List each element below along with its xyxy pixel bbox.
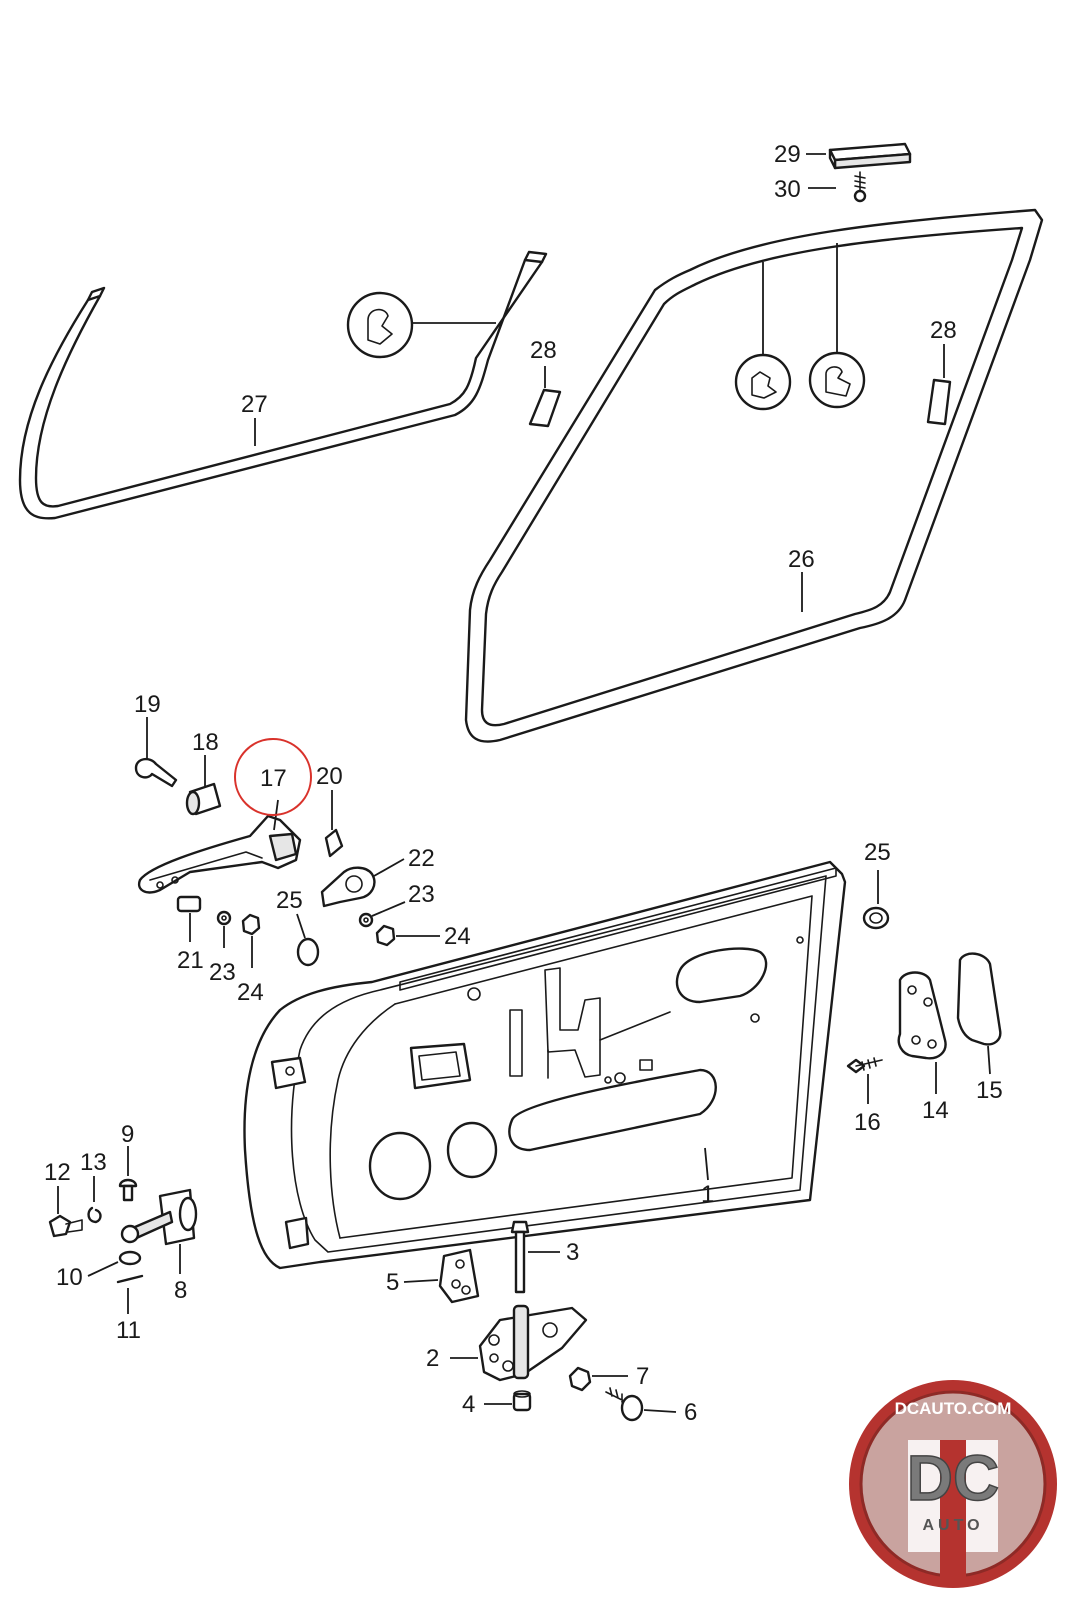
callout-7: 7	[636, 1363, 649, 1390]
callout-17: 17	[260, 765, 287, 792]
section-detail-26a	[734, 262, 792, 411]
callout-10: 10	[56, 1264, 83, 1291]
part-26-window-seal	[464, 208, 1044, 743]
callout-15: 15	[976, 1077, 1003, 1104]
callout-1: 1	[701, 1181, 714, 1208]
part-7-nut	[568, 1366, 628, 1392]
part-18-lock-cylinder	[185, 755, 222, 816]
section-detail-27	[346, 291, 496, 359]
part-20-clip	[324, 790, 344, 858]
part-16-screw	[846, 1057, 883, 1104]
part-23-washer-right	[358, 901, 406, 928]
part-2-hinge	[450, 1304, 588, 1382]
callout-19: 19	[134, 691, 161, 718]
part-25-plug-left	[296, 913, 320, 967]
callout-28-right: 28	[930, 317, 957, 344]
part-8-door-check	[120, 1188, 198, 1274]
callout-25-right: 25	[864, 839, 891, 866]
part-9-pin	[118, 1146, 138, 1202]
part-5-shim-plate	[403, 1248, 480, 1304]
callout-9: 9	[121, 1121, 134, 1148]
part-14-check-plate	[897, 971, 947, 1094]
callout-28-left: 28	[530, 337, 557, 364]
callout-18: 18	[192, 729, 219, 756]
part-28-wedge-right	[926, 344, 952, 426]
callout-26: 26	[788, 546, 815, 573]
callout-11: 11	[116, 1317, 141, 1344]
callout-20: 20	[316, 763, 343, 790]
part-17-door-handle	[137, 799, 302, 894]
callout-24-right: 24	[444, 923, 471, 950]
part-28-wedge-left	[528, 366, 562, 428]
part-24-nut-left	[241, 913, 261, 968]
part-27-door-seal	[18, 250, 548, 520]
logo-top-text: DCAUTO.COM	[895, 1399, 1012, 1418]
callout-12: 12	[44, 1159, 71, 1186]
callout-22: 22	[408, 845, 435, 872]
part-1-door-shell	[243, 860, 847, 1270]
part-10-washer	[87, 1250, 142, 1277]
callout-29: 29	[774, 141, 801, 168]
callout-24-left: 24	[237, 979, 264, 1006]
part-6-bolt	[605, 1387, 677, 1422]
section-detail-26b	[808, 243, 866, 409]
highlight-circle-17	[234, 738, 312, 816]
dcauto-logo-badge: DCAUTO.COM DC AUTO	[849, 1380, 1057, 1588]
logo-dc-text: DC	[907, 1442, 999, 1514]
callout-16: 16	[854, 1109, 881, 1136]
part-22-bracket	[320, 858, 405, 908]
part-12-bolt	[48, 1186, 83, 1238]
callout-5: 5	[386, 1269, 399, 1296]
callout-25-left: 25	[276, 887, 303, 914]
part-13-lock-washer	[87, 1176, 102, 1224]
callout-3: 3	[566, 1239, 579, 1266]
callout-8: 8	[174, 1277, 187, 1304]
callout-27: 27	[241, 391, 268, 418]
part-30-screw	[853, 171, 867, 203]
callout-labels: 29 30 27 28 28 26 19 18 17 20 22 25 23 2…	[44, 141, 1003, 1426]
part-25-plug-right	[862, 870, 890, 930]
part-24-nut-right	[375, 924, 440, 947]
part-11-cotter-pin	[116, 1274, 144, 1314]
callout-21: 21	[177, 947, 204, 974]
callout-14: 14	[922, 1097, 949, 1124]
callout-4: 4	[462, 1391, 475, 1418]
part-4-bushing	[484, 1390, 532, 1412]
callout-6: 6	[684, 1399, 697, 1426]
part-21-grommet	[176, 895, 202, 942]
logo-auto-text: AUTO	[922, 1517, 983, 1534]
part-23-washer-left	[216, 910, 232, 948]
part-19-key	[134, 717, 178, 788]
part-3-hinge-pin	[510, 1220, 560, 1294]
callout-23-left: 23	[209, 959, 236, 986]
callout-2: 2	[426, 1345, 439, 1372]
callout-13: 13	[80, 1149, 107, 1176]
part-15-gasket	[956, 952, 1002, 1075]
part-29-stop-block	[828, 142, 912, 170]
callout-30: 30	[774, 176, 801, 203]
callout-23-right: 23	[408, 881, 435, 908]
